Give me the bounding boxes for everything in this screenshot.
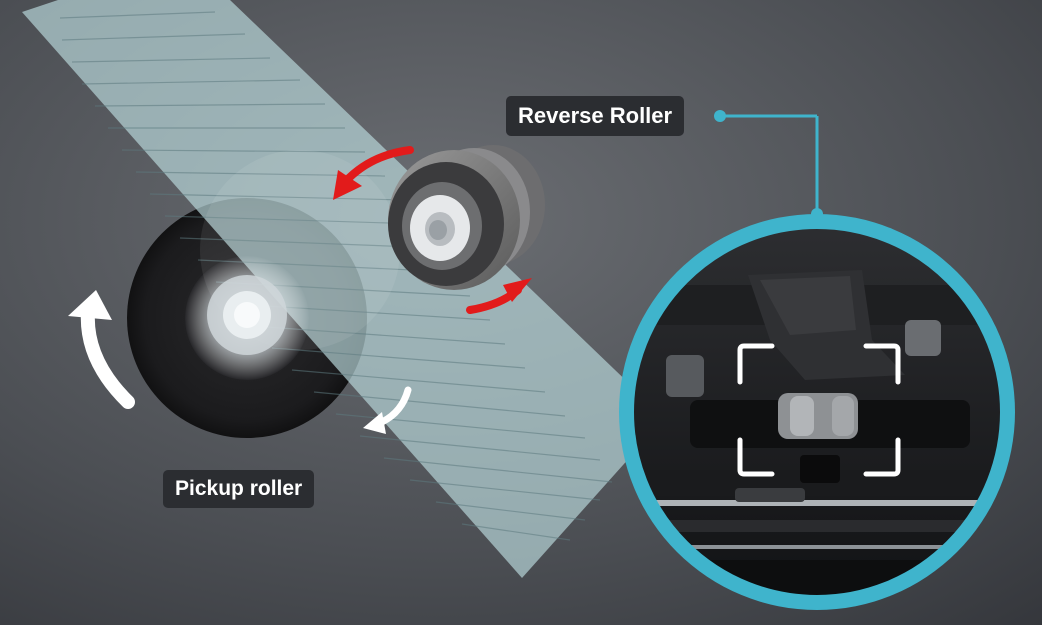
magnified-inset [619, 214, 1015, 610]
curved-arrow-red [466, 278, 532, 314]
curved-arrow-red [333, 146, 414, 200]
document-text-lines [59, 11, 613, 541]
focus-bracket-icon [737, 343, 901, 477]
pickup-roller-label: Pickup roller [163, 470, 315, 508]
pickup-roller-hub [185, 256, 309, 380]
reverse-roller [388, 145, 545, 290]
curved-arrow-white [363, 386, 412, 434]
curved-arrow-white [68, 290, 135, 409]
reverse-roller-label: Reverse Roller [506, 96, 685, 136]
paper-document [22, 0, 665, 578]
